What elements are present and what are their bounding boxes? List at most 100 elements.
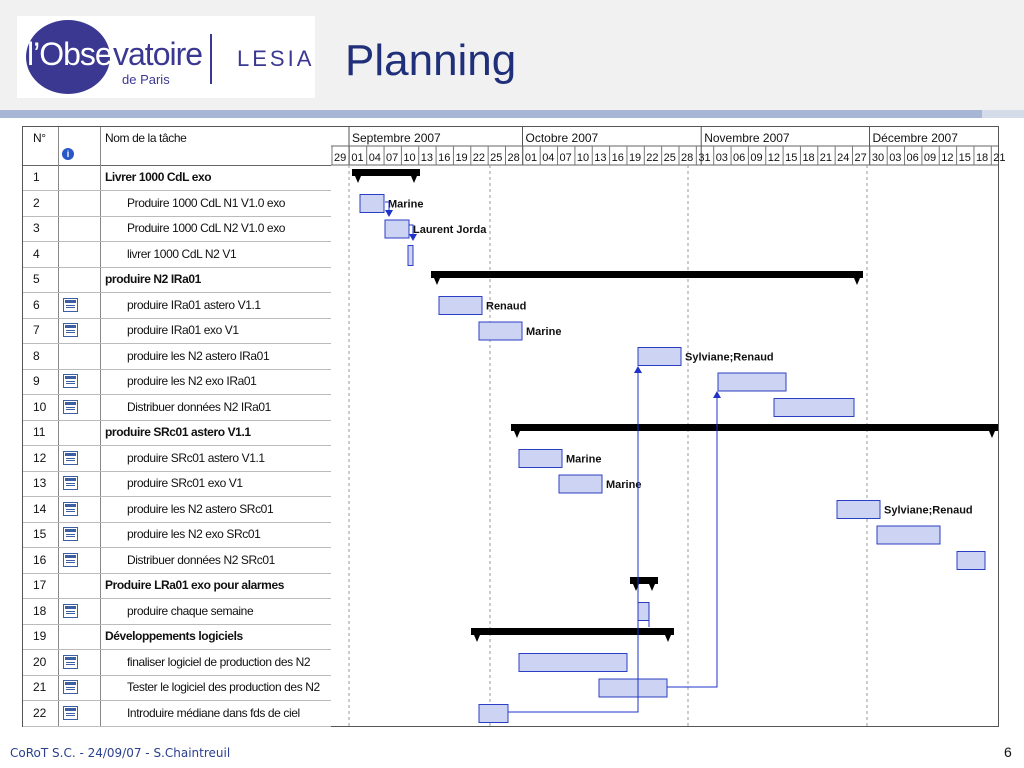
task-bar (598, 678, 668, 698)
day-label: 07 (386, 152, 398, 164)
task-name: produire N2 IRa01 (105, 272, 201, 286)
task-table-icon (63, 680, 78, 694)
info-icon: i (62, 148, 74, 160)
day-label: 03 (716, 152, 728, 164)
task-table-icon (63, 450, 78, 465)
summary-bar (431, 271, 863, 278)
task-bar (478, 321, 523, 341)
table-row[interactable]: 5 produire N2 IRa01 (23, 267, 331, 293)
day-label: 18 (976, 152, 988, 164)
summary-bar-end (431, 271, 443, 285)
task-name: Développements logiciels (105, 629, 243, 643)
task-name: Tester le logiciel des production des N2 (127, 680, 320, 694)
summary-bar-end (511, 424, 523, 438)
task-name: produire les N2 exo IRa01 (127, 374, 257, 388)
summary-bar (352, 169, 420, 176)
resource-label: Renaud (486, 301, 526, 313)
logo-separator (210, 34, 212, 84)
task-number: 16 (33, 552, 47, 567)
task-name: Produire 1000 CdL N2 V1.0 exo (127, 221, 286, 235)
logo-wordmark-end: vatoire (113, 36, 203, 72)
day-label: 28 (508, 152, 520, 164)
logo-wordmark: l’Obser (27, 36, 122, 72)
task-name: produire chaque semaine (127, 603, 254, 618)
summary-bar-end (646, 577, 658, 591)
summary-bar-end (352, 169, 364, 183)
table-row[interactable]: 10 Distribuer données N2 IRa01 (23, 395, 331, 421)
task-bar (836, 500, 881, 519)
summary-bar (511, 424, 998, 431)
day-label: 21 (820, 152, 832, 164)
resource-label: Marine (526, 326, 561, 338)
day-label: 12 (941, 152, 953, 164)
task-bar (518, 653, 628, 672)
day-label: 19 (629, 152, 641, 164)
day-label: 13 (421, 152, 433, 164)
task-number: 12 (33, 450, 47, 465)
task-name: produire les N2 astero SRc01 (127, 501, 274, 516)
task-name: produire SRc01 astero V1.1 (105, 425, 251, 439)
day-label: 24 (837, 152, 849, 164)
day-label: 15 (959, 152, 971, 164)
lesia-logo: LESIA (237, 46, 315, 71)
task-number: 5 (33, 272, 40, 286)
task-bar (558, 474, 603, 494)
task-bar (359, 194, 385, 213)
dependency-link (508, 372, 639, 713)
day-label: 01 (351, 152, 363, 164)
day-label: 15 (785, 152, 797, 164)
task-bar (637, 347, 682, 366)
task-table-icon (63, 603, 78, 618)
logo-subtitle: de Paris (122, 72, 170, 87)
day-label: 07 (560, 152, 572, 164)
summary-bar-end (471, 628, 483, 642)
task-number: 8 (33, 348, 40, 363)
task-number: 14 (33, 501, 47, 516)
task-name: Introduire médiane dans fds de ciel (127, 705, 300, 720)
day-label: 10 (577, 152, 589, 164)
table-row[interactable]: 14 produire les N2 astero SRc01 (23, 497, 331, 523)
day-label: 22 (473, 152, 485, 164)
day-label: 04 (369, 152, 381, 164)
task-name: Livrer 1000 CdL exo (105, 170, 212, 184)
task-name: livrer 1000 CdL N2 V1 (127, 246, 237, 261)
task-number: 20 (33, 654, 47, 669)
task-number: 10 (33, 399, 47, 414)
day-label: 10 (403, 152, 415, 164)
resource-label: Marine (566, 454, 601, 466)
summary-bar (471, 628, 674, 635)
task-bar (384, 219, 410, 239)
day-label: 25 (664, 152, 676, 164)
arrow-icon (713, 391, 721, 398)
day-label: 12 (768, 152, 780, 164)
day-label: 16 (612, 152, 624, 164)
month-label: Décembre 2007 (873, 131, 959, 145)
task-table-icon (63, 323, 78, 337)
summary-bar (630, 577, 658, 584)
day-label: 30 (872, 152, 884, 164)
day-label: 25 (490, 152, 502, 164)
task-name: Distribuer données N2 IRa01 (127, 399, 271, 414)
task-number: 15 (33, 527, 47, 541)
